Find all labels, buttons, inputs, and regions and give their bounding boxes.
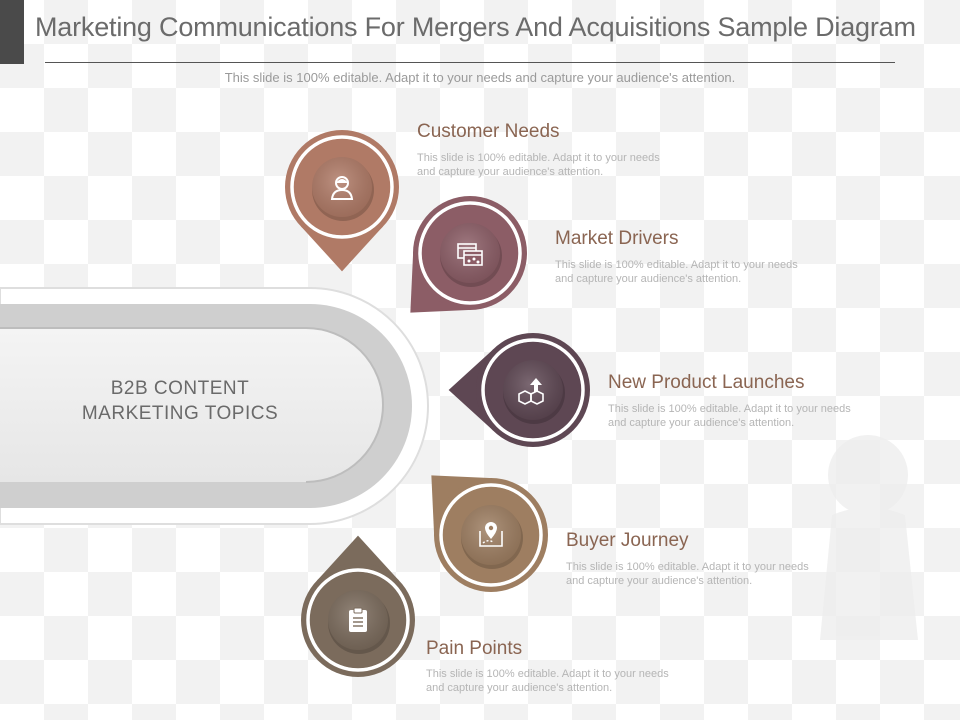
- hub-label-line2: MARKETING TOPICS: [81, 403, 279, 424]
- item-title-new-product-launches: New Product Launches: [608, 372, 805, 393]
- watermark-figure: [820, 435, 918, 640]
- node-ring: [481, 338, 585, 442]
- item-desc-new-product-launches: This slide is 100% editable. Adapt it to…: [608, 403, 851, 429]
- item-title-buyer-journey: Buyer Journey: [566, 530, 689, 551]
- clipboard-icon: [349, 607, 367, 632]
- node-ring: [290, 135, 394, 239]
- node-new-product-launches: [448, 333, 590, 447]
- boxes-arrow-icon: [518, 378, 544, 405]
- hub-label: B2B CONTENT MARKETING TOPICS: [40, 376, 320, 426]
- browser-windows-icon: [457, 243, 483, 266]
- page-subtitle: This slide is 100% editable. Adapt it to…: [224, 70, 736, 85]
- user-icon: [330, 176, 354, 200]
- hub-capsule: [0, 287, 429, 525]
- node-ring: [306, 568, 410, 672]
- item-title-market-drivers: Market Drivers: [555, 228, 679, 249]
- item-desc-customer-needs: This slide is 100% editable. Adapt it to…: [417, 152, 660, 178]
- node-ring: [418, 201, 522, 305]
- node-customer-needs: [285, 130, 399, 272]
- item-desc-buyer-journey: This slide is 100% editable. Adapt it to…: [566, 561, 809, 587]
- corner-accent: [0, 0, 24, 64]
- item-desc-pain-points: This slide is 100% editable. Adapt it to…: [426, 668, 669, 694]
- title-divider: [45, 62, 895, 63]
- map-pin-icon: [479, 522, 503, 547]
- node-inner-highlight: [503, 360, 563, 420]
- node-ring: [439, 483, 543, 587]
- item-title-customer-needs: Customer Needs: [417, 121, 560, 142]
- page-title: Marketing Communications For Mergers And…: [35, 12, 916, 42]
- hub-label-line1: B2B CONTENT: [110, 378, 250, 399]
- item-title-pain-points: Pain Points: [426, 638, 523, 659]
- item-desc-market-drivers: This slide is 100% editable. Adapt it to…: [555, 259, 798, 285]
- node-inner-highlight: [312, 157, 372, 217]
